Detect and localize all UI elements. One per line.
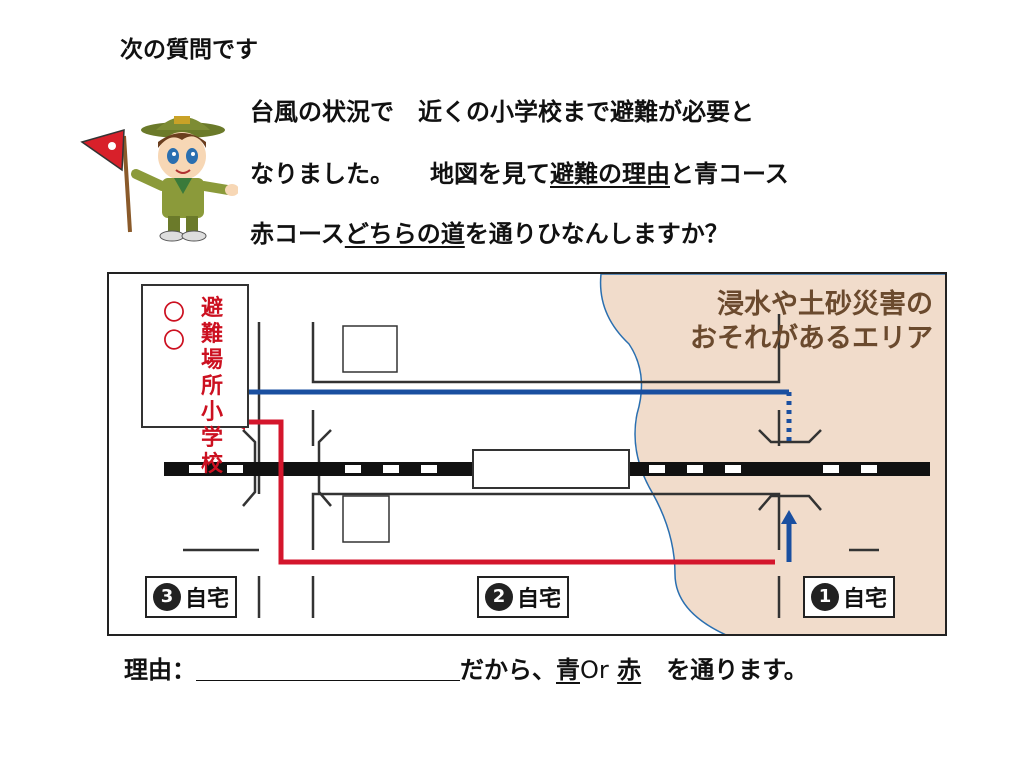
answer-option-red[interactable]: 赤 [617,656,642,684]
question-line-3: 赤コースどちらの道を通りひなんしますか？ [250,214,729,249]
home-3-number: 3 [153,583,181,611]
school-name: 避難場所小学校 [201,296,224,477]
answer-blank[interactable]: ＿＿＿＿＿＿＿＿＿＿＿ [196,656,460,684]
home-1: 1 自宅 [803,576,896,618]
scout-mascot-image [78,112,239,242]
answer-middle: だから、 [460,656,556,684]
question-line-1: 台風の状況で 近くの小学校まで避難が必要と [250,98,754,126]
home-3: 3 自宅 [145,576,238,618]
home-2-label: 自宅 [517,587,562,612]
home-1-label: 自宅 [843,587,888,612]
question-line-3-pre: 赤コース [250,220,345,248]
answer-end: を通ります。 [666,656,808,684]
hazard-label-line-2: おそれがあるエリア [690,323,933,354]
red-route [241,419,775,565]
question-header: 次の質問です [120,37,258,63]
question-line-3-post: を通りひなんしますか？ [464,220,729,248]
question-line-2: なりました。 地図を見て避難の理由と青コース [250,154,789,189]
blue-route [243,389,792,562]
question-line-2-underlined: 避難の理由 [550,160,670,188]
answer-line: 理由：＿＿＿＿＿＿＿＿＿＿＿だから、青Or 赤 を通ります。 [124,650,808,685]
evacuation-school: 〇〇 避難場所小学校 [141,284,249,477]
answer-option-blue[interactable]: 青 [556,656,580,684]
school-circles-text: 〇〇 [163,301,186,354]
home-2-number: 2 [485,583,513,611]
map-drawing [164,274,945,634]
question-line-2-post: と青コース [670,160,789,188]
answer-or: Or [580,656,609,684]
question-line-2-pre: なりました。 地図を見て [250,160,550,188]
blue-arrow-up [781,510,797,524]
answer-label: 理由： [124,656,196,684]
building-2 [342,495,390,543]
building-1 [342,325,398,373]
hazard-label-line-1: 浸水や土砂災害の [717,289,933,320]
railway [164,449,930,489]
home-2: 2 自宅 [477,576,570,618]
home-1-number: 1 [811,583,839,611]
school-circles: 〇〇 [163,300,187,356]
home-3-label: 自宅 [185,587,230,612]
evacuation-map: 浸水や土砂災害の おそれがあるエリア 〇〇 避難場所小学校 3 自宅 2 自宅 … [107,272,947,636]
question-line-3-underlined: どちらの道 [344,220,465,248]
